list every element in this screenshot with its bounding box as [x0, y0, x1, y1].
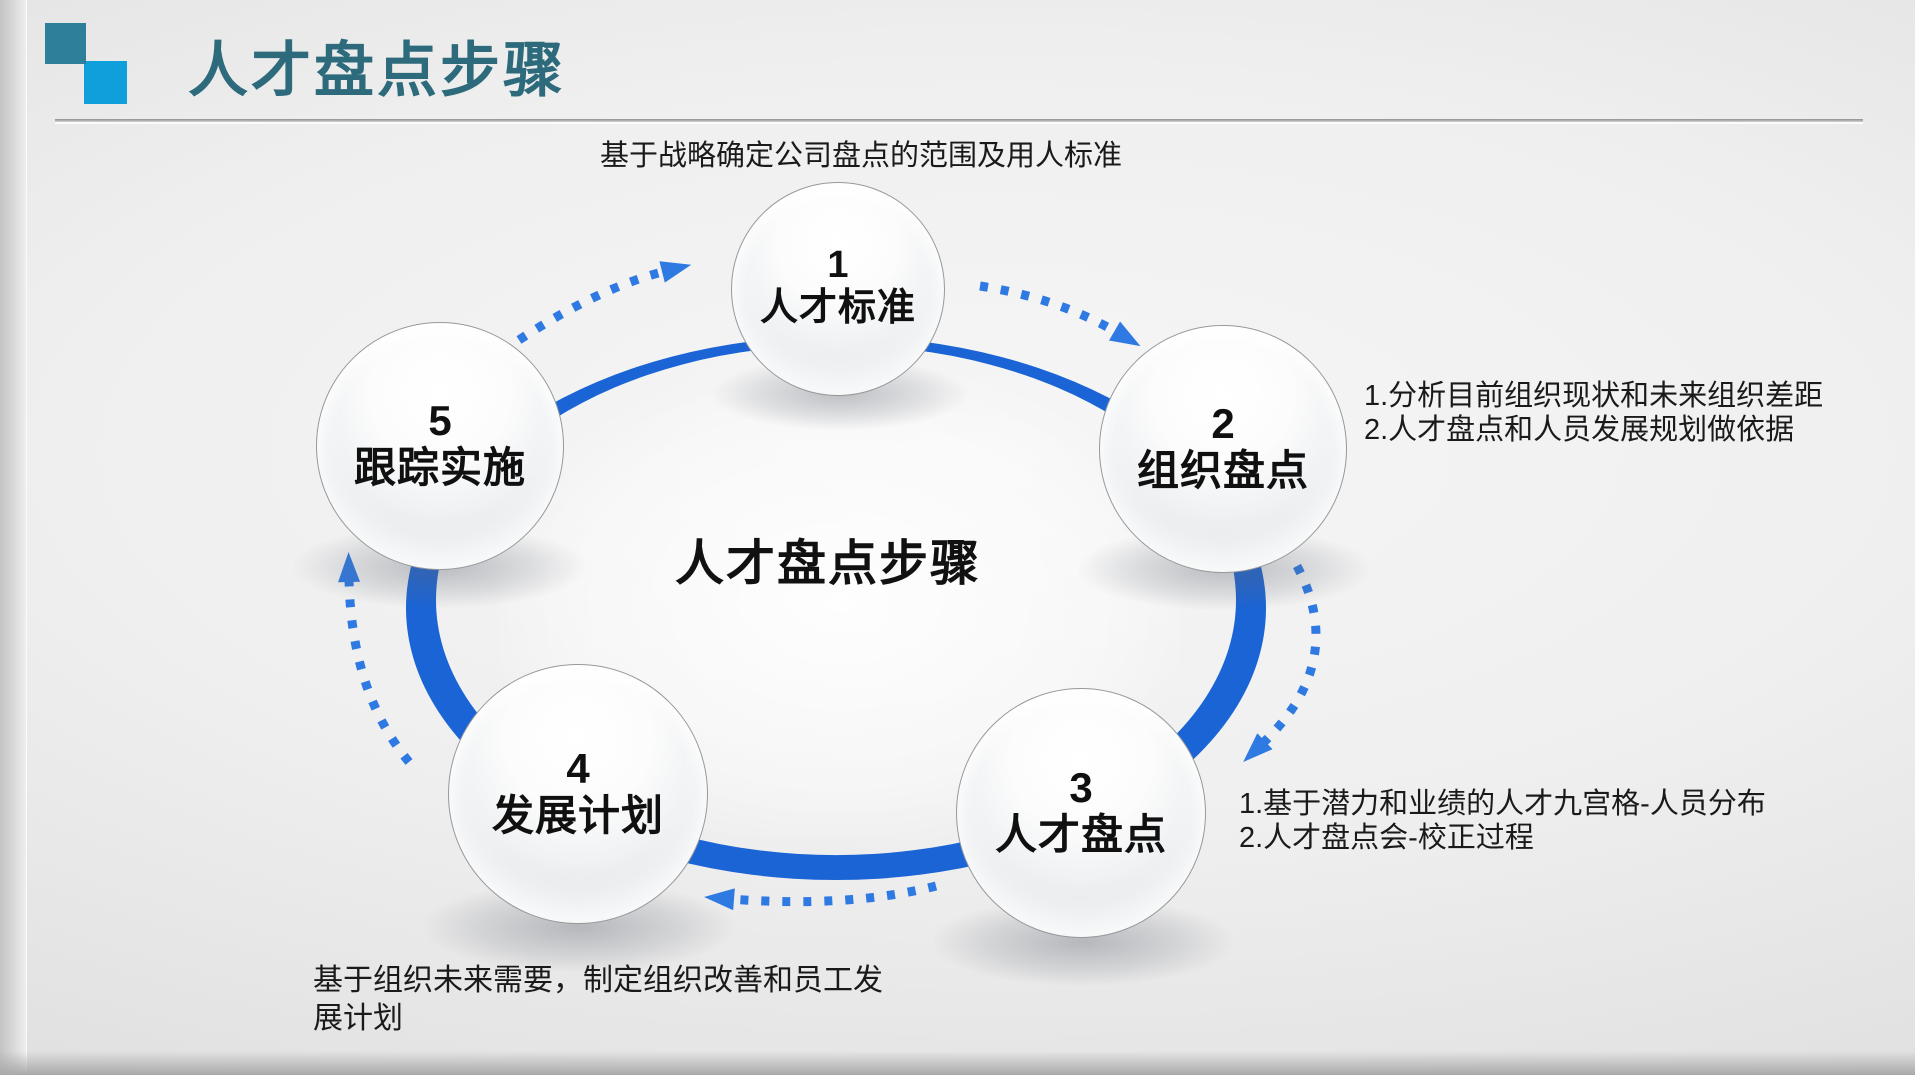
- step-label: 跟踪实施: [353, 443, 526, 491]
- title-accent-square-dark: [45, 23, 86, 64]
- annotation-line: 2.人才盘点会-校正过程: [1239, 822, 1534, 855]
- step-number: 4: [566, 744, 590, 792]
- step-label: 人才标准: [759, 287, 916, 330]
- annotation-line: 1.分析目前组织现状和未来组织差距: [1364, 380, 1824, 412]
- step-label: 发展计划: [491, 791, 664, 839]
- page-title: 人才盘点步骤: [188, 37, 566, 104]
- step-sphere-5: 5 跟踪实施: [316, 322, 564, 570]
- step-sphere-3: 3 人才盘点: [956, 688, 1206, 938]
- step-number: 1: [827, 244, 849, 287]
- step-number: 3: [1069, 763, 1093, 811]
- dotted-arrow-step5-to-step1: [516, 261, 692, 344]
- title-accent-square-light: [84, 61, 127, 104]
- annotation-step2: 1.分析目前组织现状和未来组织差距 2.人才盘点和人员发展规划做依据: [1364, 379, 1823, 447]
- step-sphere-4: 4 发展计划: [448, 664, 708, 924]
- annotation-line: 基于组织未来需要，制定组织改善和员工发: [313, 964, 883, 997]
- step-number: 2: [1211, 399, 1235, 447]
- dotted-arrow-step3-to-step4: [704, 881, 938, 911]
- annotation-line: 2.人才盘点和人员发展规划做依据: [1364, 414, 1795, 447]
- title-divider-line: [55, 119, 1863, 122]
- annotation-line: 展计划: [313, 1001, 403, 1035]
- dotted-arrow-step1-to-step2: [979, 281, 1141, 347]
- step-sphere-1: 1 人才标准: [731, 182, 945, 396]
- step-sphere-2: 2 组织盘点: [1099, 325, 1347, 573]
- center-title: 人才盘点步骤: [674, 537, 981, 591]
- dotted-arrow-step2-to-step3: [1243, 563, 1321, 762]
- bottom-edge-shading: [0, 1051, 1915, 1075]
- annotation-line: 基于战略确定公司盘点的范围及用人标准: [600, 140, 1123, 172]
- step-label: 组织盘点: [1136, 446, 1309, 494]
- left-edge-shading: [0, 0, 27, 1075]
- annotation-line: 1.基于潜力和业绩的人才九宫格-人员分布: [1239, 788, 1766, 820]
- annotation-step3: 1.基于潜力和业绩的人才九宫格-人员分布 2.人才盘点会-校正过程: [1239, 787, 1766, 855]
- annotation-step1: 基于战略确定公司盘点的范围及用人标准: [600, 139, 1122, 173]
- annotation-step4: 基于组织未来需要，制定组织改善和员工发 展计划: [313, 962, 883, 1037]
- step-label: 人才盘点: [994, 810, 1167, 858]
- step-number: 5: [428, 396, 452, 444]
- dotted-arrow-step4-to-step5: [338, 552, 413, 765]
